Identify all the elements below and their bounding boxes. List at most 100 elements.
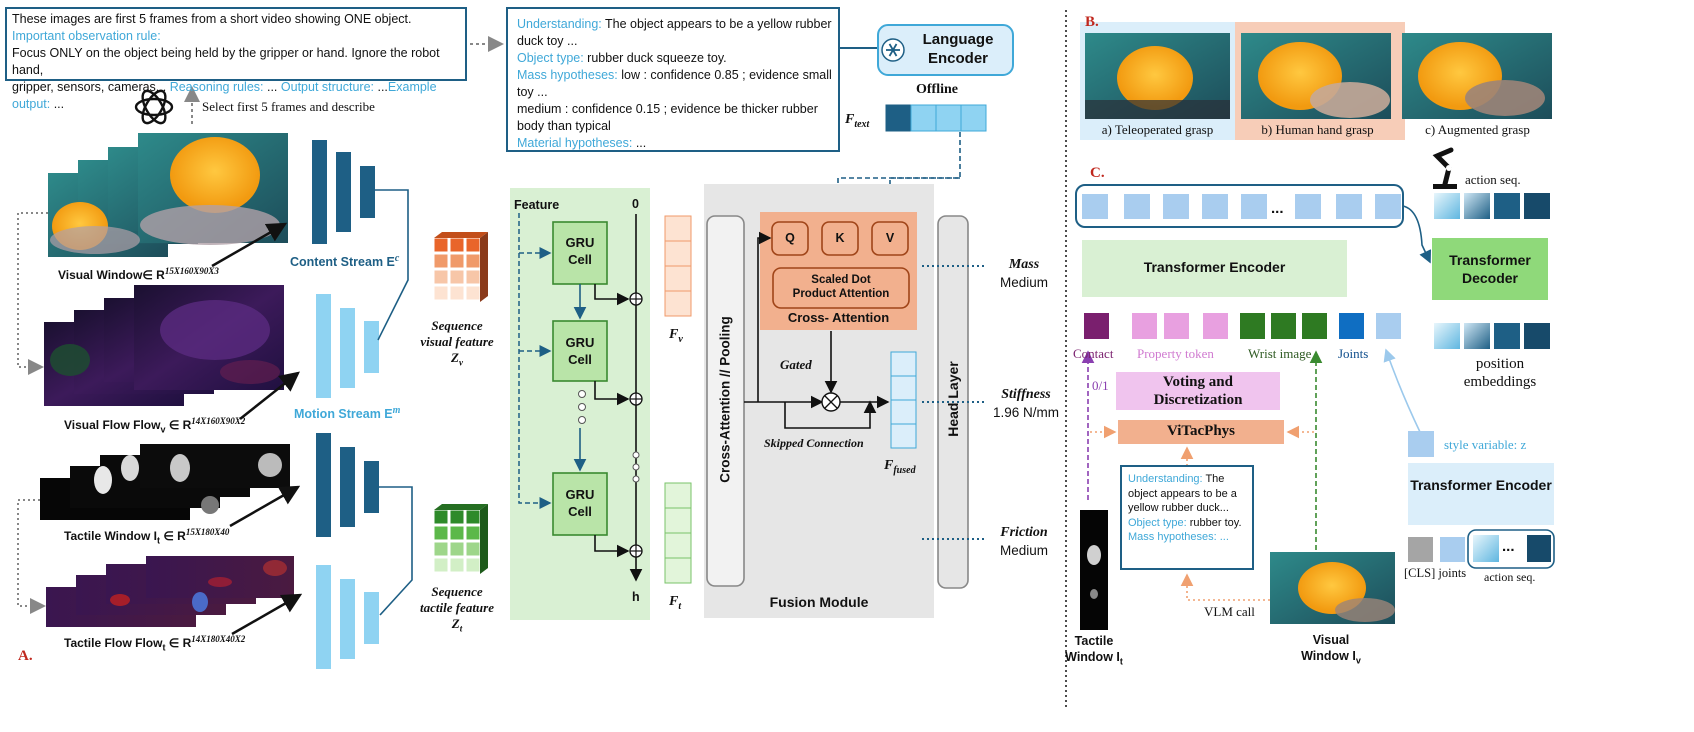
head-output-lines [922, 265, 987, 540]
prompt-output-struct: Output structure: [277, 80, 374, 94]
obj-key: Object type: [1128, 516, 1187, 529]
gru-cell-1-l1: GRU [565, 235, 595, 250]
seq-visual-3: Zv [412, 350, 502, 371]
vlm-understanding-key: Understanding: [517, 17, 602, 31]
v-box [871, 221, 909, 256]
friction-label: Friction [1000, 525, 1048, 540]
visual-window-arrow [211, 222, 288, 268]
cross-attention-label: Cross- Attention [787, 310, 890, 325]
tactile-flow-label: Tactile Flow Flowt ∈ R14X180X40X2 [64, 634, 245, 652]
vlm-output-box [506, 7, 840, 152]
tactile-stream-merge-line [379, 486, 413, 616]
caption-teleoperated: a) Teleoperated grasp [1101, 122, 1214, 137]
und-val: The object appears to be a yellow rubber… [1128, 473, 1237, 514]
vlm-understanding-val: The object appears to be a yellow rubber… [517, 17, 832, 48]
sum-plus-marks [630, 293, 642, 557]
prompt-line3: Focus ONLY on the object being held by t… [12, 46, 440, 77]
prompt-line1: These images are first 5 frames from a s… [12, 12, 412, 26]
vlm-call-arrow [1180, 573, 1270, 601]
seq-visual-label: Sequence visual feature Zv [412, 318, 502, 371]
cls-token [1408, 537, 1433, 562]
tactile-flow-rest: ∈ R [165, 636, 192, 650]
gru-cell-2-l1: GRU [565, 335, 595, 350]
gated-label: Gated [780, 357, 812, 372]
tactile-feature-cube [433, 504, 488, 574]
gru-cell-3-l2: Cell [568, 504, 592, 519]
voting-block [1116, 372, 1280, 410]
duck-photo-b [1241, 33, 1391, 119]
prompt-example: Example output: [12, 80, 437, 111]
motion-stream-visual [316, 294, 379, 398]
duck-photo-a [1085, 33, 1230, 119]
content-stream-visual [312, 140, 375, 244]
ft-sub: t [678, 600, 682, 612]
tactile-window-text: Tactile Window I [64, 529, 158, 543]
encoder-to-decoder-arrow [1402, 205, 1432, 264]
fv-sub: v [678, 333, 683, 345]
content-stream-tactile [316, 433, 379, 537]
duck-photo-c [1402, 33, 1552, 119]
ftext-vector [885, 104, 987, 132]
wrist-image-label: Wrist image [1248, 346, 1312, 361]
q-box [771, 221, 809, 256]
gru-cell-3-l1: GRU [565, 487, 595, 502]
transformer-decoder-label: Transformer Decoder [1449, 252, 1531, 286]
content-stream-label: Content Stream Ec [290, 253, 399, 269]
position-embeddings [1434, 323, 1550, 349]
vitacphys-label: ViTacPhys [1166, 423, 1236, 439]
ft-main: F [669, 594, 679, 609]
visual-stream-merge-line [375, 189, 409, 341]
motion-stream-text: Motion Stream E [294, 407, 393, 422]
tactile-window-sub: t [157, 535, 161, 546]
vlm-objtype-key: Object type: [517, 51, 584, 65]
ftext-main: F [845, 112, 855, 127]
tactile-window-arrow [229, 485, 301, 528]
motion-stream-sup: m [392, 405, 401, 416]
visual-flow-arrow [239, 371, 300, 420]
visual-window-text: Visual Window∈ R [58, 268, 165, 282]
content-stream-text: Content Stream E [290, 255, 395, 270]
language-encoder-box [877, 24, 1014, 76]
gru-chain-dots [578, 390, 586, 424]
tactile-flow-sub: t [162, 642, 166, 653]
sdpa-l2: Product Attention [792, 288, 890, 300]
vlm-mass-key: Mass hypotheses: [517, 68, 618, 82]
panel-c-tag: C. [1090, 165, 1105, 181]
ftext-label: Ftext [845, 112, 869, 130]
visual-flow-rest: ∈ R [165, 418, 192, 432]
seq-tactile-2: tactile feature [419, 600, 494, 615]
friction-value: Medium [999, 543, 1048, 558]
tactile-flow-text: Tactile Flow Flow [64, 636, 163, 650]
robot-arm-icon [1432, 147, 1457, 189]
position-emb-l2: embeddings [1463, 374, 1537, 390]
vlm-material-key: Material hypotheses: [517, 136, 633, 150]
visual-feature-cube [433, 232, 488, 302]
understanding-text: Understanding: The object appears to be … [1128, 472, 1250, 545]
zero-one-label: 0/1 [1092, 378, 1109, 393]
tactile-window-sup: 15X180X40 [185, 527, 230, 537]
panel-b-tag: B. [1085, 14, 1099, 30]
vlm-medium: medium : confidence 0.15 ; evidence be t… [517, 102, 818, 133]
prompt-ellipsis: ... [50, 97, 65, 111]
openai-logo-icon [134, 89, 174, 125]
und-key: Understanding: [1128, 473, 1203, 485]
stiffness-label: Stiffness [1001, 387, 1051, 402]
sdpa-box [772, 267, 910, 309]
gru-cell-2 [552, 320, 608, 382]
style-variable-label: style variable: z [1444, 437, 1527, 452]
token-sequence [1082, 194, 1401, 219]
tactile-window-frames [40, 444, 290, 520]
seq-tactile-1: Sequence [431, 584, 483, 599]
tactile-window-rest: ∈ R [160, 529, 186, 543]
caption-augmented: c) Augmented grasp [1425, 122, 1530, 137]
gate-multiply-node [821, 392, 841, 412]
seq-visual-sub: v [458, 357, 463, 368]
c-visual-l2: Window Iv [1286, 648, 1376, 669]
seq-tactile-sub: t [459, 623, 463, 634]
skipped-connection-arrow [784, 400, 877, 429]
